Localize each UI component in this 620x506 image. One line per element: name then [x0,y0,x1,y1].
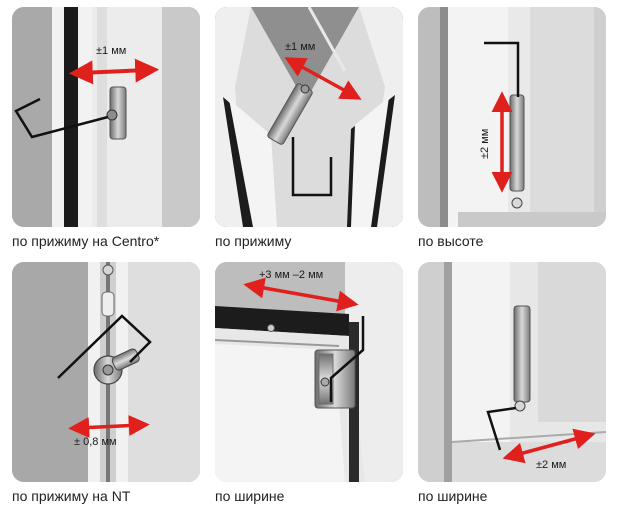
adjustment-photo-centro-clamp: ±1 мм [12,7,200,227]
adjustment-arrow [68,58,160,85]
panel-caption: по прижиму на Centro* [12,233,160,249]
width-top-illustration: +3 мм –2 мм [215,262,403,482]
width-bottom-illustration: ±2 мм [418,262,606,482]
adjustment-photo-width-top: +3 мм –2 мм [215,262,403,482]
guide-bracket [14,97,109,139]
nt-cam-fitting [93,348,140,385]
adjustment-arrow [284,57,362,100]
panel-caption: по ширине [215,488,285,504]
panel-caption: по высоте [418,233,484,249]
guide-bracket [484,41,520,97]
adjustment-arrow [502,428,596,464]
guide-bracket [57,314,152,379]
corner-clamp-illustration: ±1 мм [215,7,403,227]
adjustment-arrow [243,277,359,312]
measurement-label: ±2 мм [479,129,491,159]
guide-bracket [486,406,517,451]
adjustment-photo-height: ±2 мм [418,7,606,227]
guide-bracket [329,316,365,402]
measurement-label: +3 мм –2 мм [259,269,323,281]
adjustment-photo-nt-clamp: ± 0,8 мм [12,262,200,482]
measurement-label: ±1 мм [96,45,126,57]
panel-caption: по прижиму [215,233,292,249]
hinge-fitting [509,94,525,209]
adjustment-photo-corner-clamp: ±1 мм [215,7,403,227]
nt-clamp-illustration: ± 0,8 мм [12,262,200,482]
measurement-label: ±1 мм [285,41,315,53]
guide-bracket [291,137,333,197]
centro-cam-fitting [106,86,127,140]
panel-caption: по ширине [418,488,488,504]
panel-caption: по прижиму на NT [12,488,131,504]
measurement-label: ±2 мм [536,459,566,471]
bottom-hinge-fitting [513,305,531,412]
height-adjust-illustration: ±2 мм [418,7,606,227]
adjustment-arrow [68,415,150,438]
centro-clamp-illustration: ±1 мм [12,7,200,227]
measurement-label: ± 0,8 мм [74,436,117,448]
adjustment-photo-width-bottom: ±2 мм [418,262,606,482]
